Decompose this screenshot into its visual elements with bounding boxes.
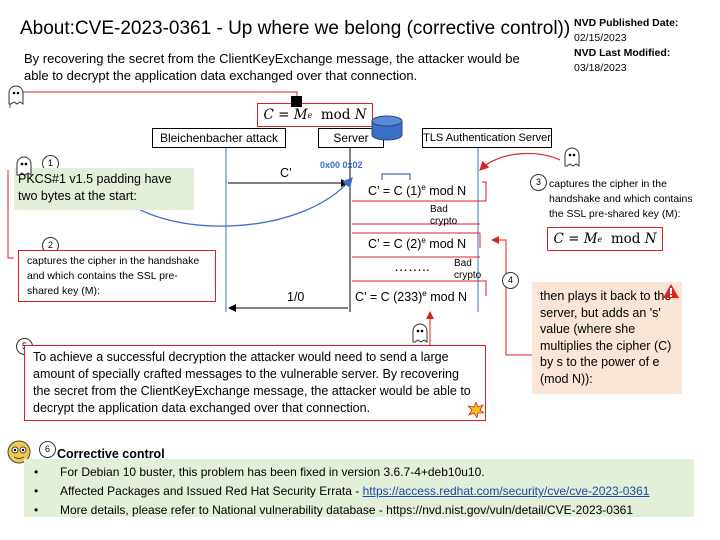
bad-crypto-2: Bad crypto <box>454 258 488 282</box>
ghost-icon <box>410 322 430 344</box>
message-3: C’ = C (233)e mod N <box>355 289 467 304</box>
step-4-box: then plays it back to the server, but ad… <box>532 282 682 394</box>
ghost-icon <box>6 84 26 106</box>
anchor-square <box>291 96 302 107</box>
column-tls-server: TLS Authentication Server <box>422 128 552 148</box>
formula-exp: e <box>308 111 313 120</box>
corrective-item-3: •More details, please refer to National … <box>34 501 694 520</box>
dots-label: …….. <box>394 258 430 274</box>
result-label: 1/0 <box>287 290 304 304</box>
step-3-badge: 3 <box>530 174 547 191</box>
column-attacker: Bleichenbacher attack <box>152 128 286 148</box>
ghost-icon <box>14 155 34 177</box>
database-icon <box>370 115 404 141</box>
formula-n: N <box>355 107 367 123</box>
redhat-errata-link[interactable]: https://access.redhat.com/security/cve/c… <box>363 484 650 498</box>
formula-lhs: C = M <box>263 107 307 123</box>
step-4-badge: 4 <box>502 272 519 289</box>
c-prime-label: C’ <box>280 166 292 180</box>
explosion-icon <box>468 402 484 418</box>
ghost-icon <box>562 146 582 168</box>
corrective-item-1: •For Debian 10 buster, this problem has … <box>34 463 694 482</box>
hex-bytes-label: 0x00 0x02 <box>320 160 363 170</box>
bad-crypto-1: Bad crypto <box>430 204 474 228</box>
corrective-item-2: •Affected Packages and Issued Red Hat Se… <box>34 482 694 501</box>
corrective-box: •For Debian 10 buster, this problem has … <box>24 459 694 517</box>
step-2-box: captures the cipher in the handshake and… <box>18 250 216 302</box>
step-5-box: To achieve a successful decryption the a… <box>24 345 486 421</box>
formula-mod: mod <box>321 107 351 123</box>
step-6-badge: 6 <box>39 441 56 458</box>
message-1: C’ = C (1)e mod N <box>368 183 466 198</box>
step-1-box: PKCS#1 v1.5 padding have two bytes at th… <box>14 168 194 210</box>
warning-icon <box>662 283 680 299</box>
step-3-text: captures the cipher in the handshake and… <box>549 177 709 222</box>
message-2: C’ = C (2)e mod N <box>368 236 466 251</box>
